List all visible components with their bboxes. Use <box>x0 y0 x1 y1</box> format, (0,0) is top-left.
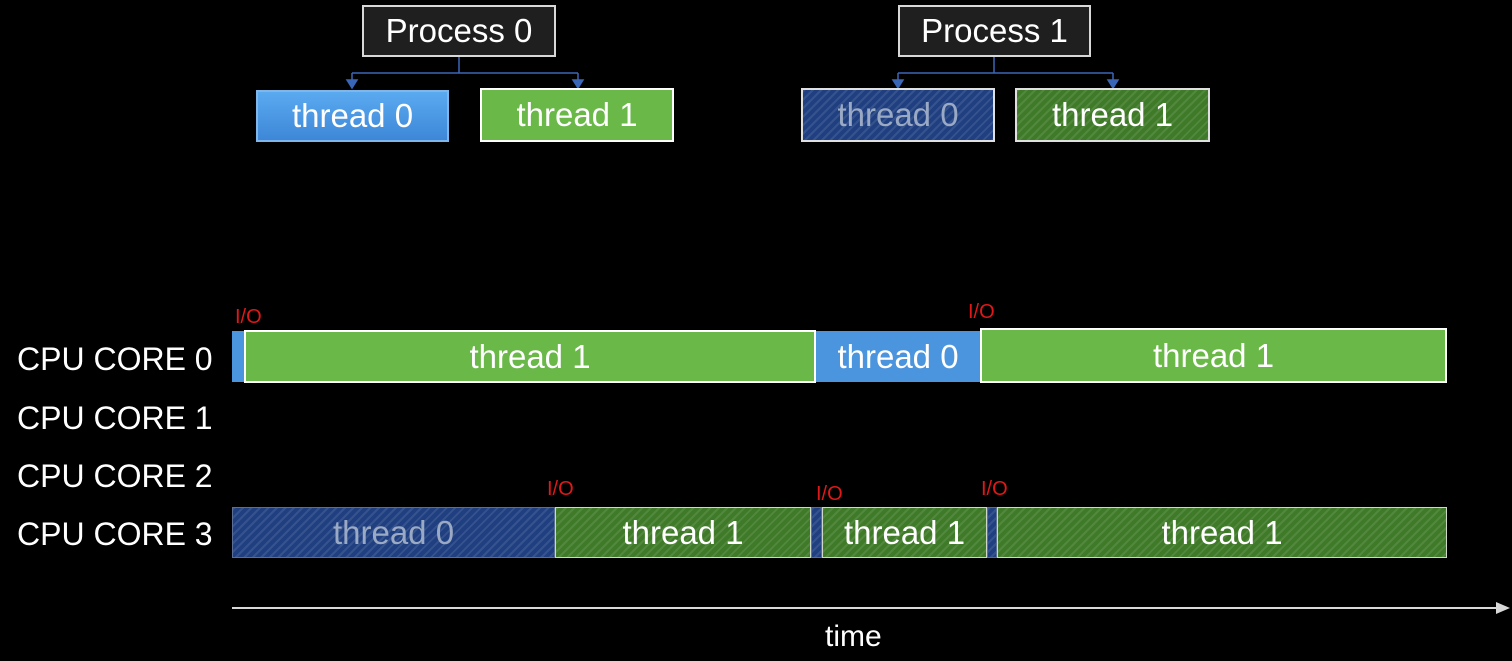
hierarchy-connectors <box>345 56 1120 90</box>
core0-segment-thread0: thread 0 <box>816 331 980 382</box>
core3-segment-thread1: thread 1 <box>822 507 987 558</box>
core3-segment-io-sliver <box>987 507 997 558</box>
io-marker: I/O <box>981 478 1008 500</box>
core3-segment-thread1: thread 1 <box>555 507 811 558</box>
process-0-thread-1: thread 1 <box>480 88 674 142</box>
core3-segment-io-sliver <box>811 507 822 558</box>
io-marker: I/O <box>547 478 574 500</box>
time-axis-label: time <box>825 620 882 653</box>
core0-segment-io-sliver <box>232 331 244 382</box>
process-0-thread-0: thread 0 <box>256 90 449 142</box>
io-marker: I/O <box>235 306 262 328</box>
core0-segment-thread1: thread 1 <box>980 328 1447 383</box>
core-label-0: CPU CORE 0 <box>17 341 213 377</box>
process-1-box: Process 1 <box>898 5 1091 57</box>
core-label-1: CPU CORE 1 <box>17 400 213 436</box>
io-marker: I/O <box>816 483 843 505</box>
io-marker: I/O <box>968 301 995 323</box>
time-axis-arrow <box>232 602 1510 614</box>
core0-segment-thread1: thread 1 <box>244 330 816 383</box>
core3-segment-thread1: thread 1 <box>997 507 1447 558</box>
process-1-thread-1: thread 1 <box>1015 88 1210 142</box>
core3-segment-thread0: thread 0 <box>232 507 555 558</box>
process-0-box: Process 0 <box>362 5 556 57</box>
process-1-thread-0: thread 0 <box>801 88 995 142</box>
core-label-2: CPU CORE 2 <box>17 458 213 494</box>
core-label-3: CPU CORE 3 <box>17 516 213 552</box>
